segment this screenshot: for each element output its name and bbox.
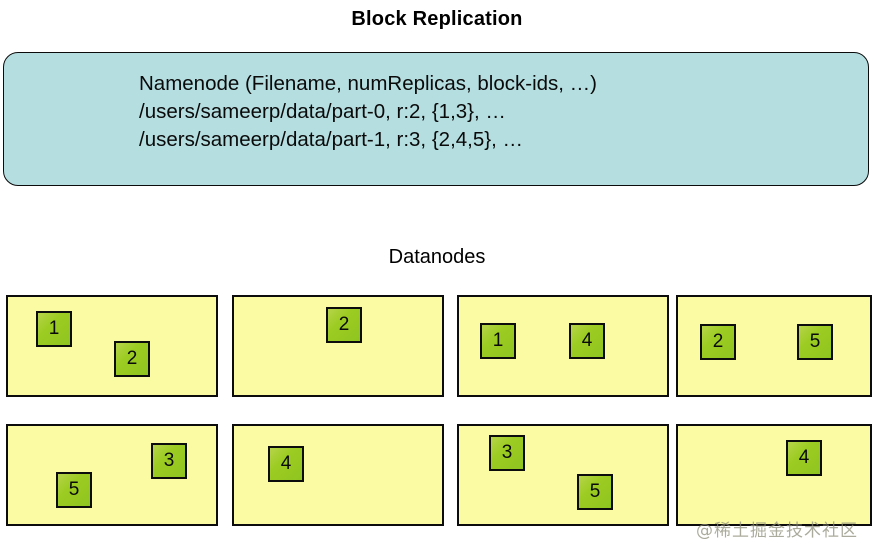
block-2: 2 (326, 307, 362, 343)
datanode-6: 4 (232, 424, 444, 526)
block-5: 5 (577, 474, 613, 510)
namenode-entry-1: /users/sameerp/data/part-1, r:3, {2,4,5}… (139, 128, 524, 151)
block-2: 2 (700, 324, 736, 360)
namenode-panel: Namenode (Filename, numReplicas, block-i… (3, 52, 869, 186)
block-4: 4 (569, 323, 605, 359)
block-3: 3 (489, 435, 525, 471)
block-5: 5 (56, 472, 92, 508)
block-1: 1 (480, 323, 516, 359)
block-2: 2 (114, 341, 150, 377)
block-4: 4 (786, 440, 822, 476)
namenode-header: Namenode (Filename, numReplicas, block-i… (139, 72, 598, 95)
page-title: Block Replication (351, 8, 523, 30)
block-5: 5 (797, 324, 833, 360)
namenode-entry-0: /users/sameerp/data/part-0, r:2, {1,3}, … (139, 100, 506, 123)
datanode-2: 2 (232, 295, 444, 397)
watermark: @稀土掘金技术社区 (696, 521, 858, 541)
block-1: 1 (36, 311, 72, 347)
block-3: 3 (151, 443, 187, 479)
datanode-8: @稀土掘金技术社区 4 (676, 424, 872, 541)
datanodes-label: Datanodes (388, 246, 486, 268)
block-4: 4 (268, 446, 304, 482)
namenode-text-block: Namenode (Filename, numReplicas, block-i… (139, 70, 597, 154)
